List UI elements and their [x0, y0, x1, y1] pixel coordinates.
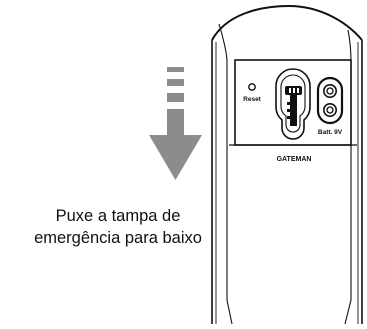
battery-terminal-icon — [316, 76, 344, 125]
door-lock-body — [211, 4, 363, 325]
instruction-text: Puxe a tampa de emergência para baixo — [4, 205, 232, 249]
battery-label: Batt. 9V — [318, 129, 343, 136]
instruction-line-2: emergência para baixo — [34, 229, 202, 247]
reset-label: Reset — [243, 96, 262, 103]
reset-button-icon — [248, 83, 256, 91]
key-icon — [275, 68, 311, 140]
pull-down-arrow-icon — [149, 67, 202, 180]
brand-logo: GATEMAN — [277, 156, 312, 163]
instruction-line-1: Puxe a tampa de — [55, 207, 181, 225]
